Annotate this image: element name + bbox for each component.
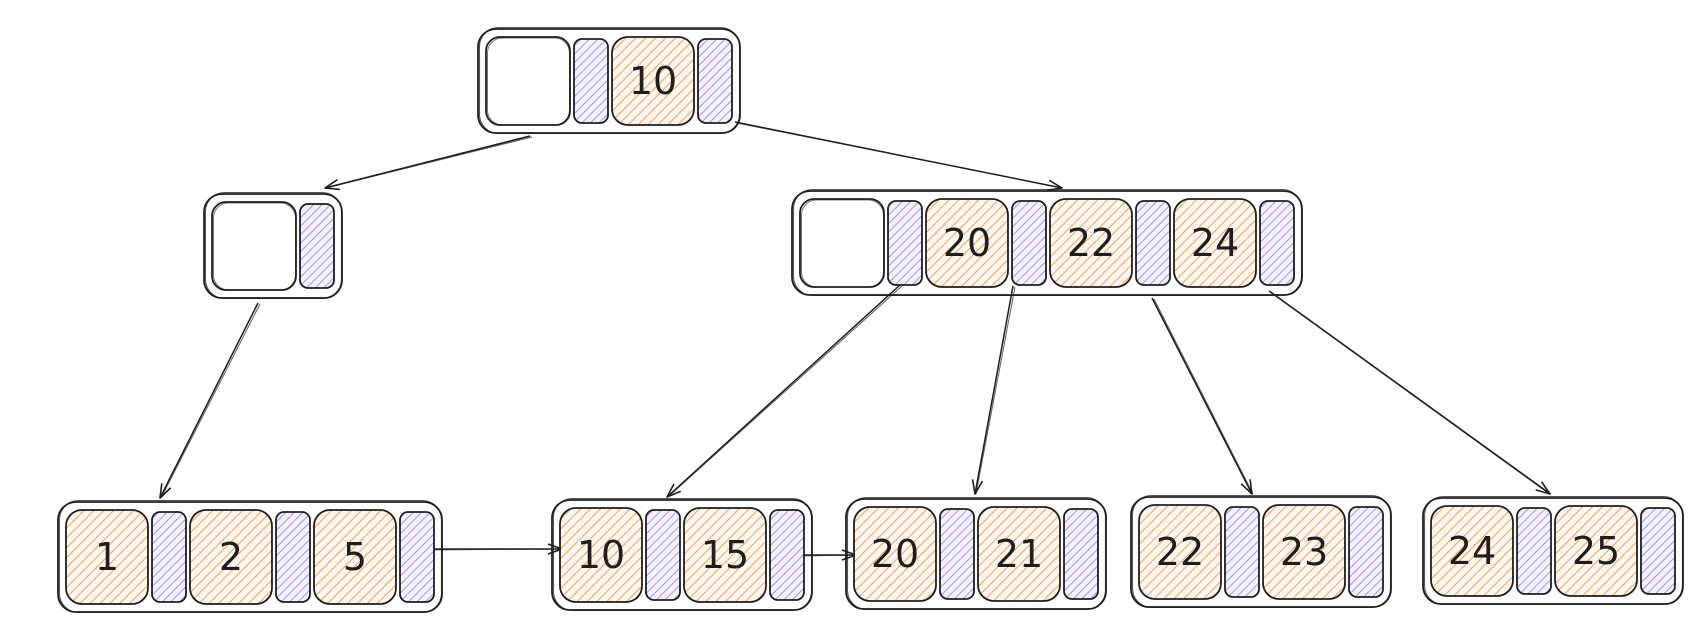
arrow-sketch-left-inner-to-leaf-1 [160,303,261,499]
pointer-slot [1348,506,1384,598]
key-slot [313,509,397,605]
tree-node-leaf-5: 24 25 [1422,495,1684,606]
key-label: 20 [871,532,919,576]
arrow-sketch-root-to-right-inner [736,122,1064,189]
key-slot [1049,198,1133,288]
key-label: 2 [219,535,243,579]
arrow-right-inner-to-leaf-2 [666,284,901,498]
pointer-slot [769,509,805,601]
pointer-slot [573,38,609,124]
tree-node-leaf-2: 10 15 [551,497,813,612]
arrow-right-inner-to-leaf-4 [1151,297,1253,495]
key-label: 10 [577,533,625,577]
node-frame-sketch [204,191,343,300]
key-label: 24 [1191,221,1239,265]
arrow-sketch-right-inner-to-leaf-4 [1153,298,1254,495]
pointer-slot [1063,508,1099,600]
key-slot [925,198,1009,288]
key-slot [1554,505,1638,597]
arrow-left-inner-to-leaf-1 [159,302,259,499]
key-slot [853,506,937,602]
arrow-sketch-right-inner-to-leaf-2 [667,285,903,498]
arrow-sketch-right-inner-to-leaf-5 [1270,291,1552,495]
edges-layer [159,121,1552,561]
key-label: 25 [1572,529,1620,573]
key-label: 5 [343,535,367,579]
empty-slot-sketch [213,202,296,291]
key-label: 22 [1067,221,1115,265]
arrow-sketch-root-to-left-inner [325,136,533,189]
pointer-slot [1259,200,1295,286]
pointer-slot [1011,200,1047,286]
arrow-sketch-leaf-1-to-leaf-2 [421,548,564,551]
tree-node-root: 10 [477,26,741,135]
pointer-slot [1135,200,1171,286]
node-frame-sketch [1423,495,1684,606]
key-slot [1138,504,1222,600]
key-label: 10 [629,59,677,103]
tree-node-left-inner [203,191,343,300]
key-label: 20 [943,221,991,265]
key-label: 15 [701,533,749,577]
node-frame-sketch [792,188,1303,297]
pointer-slot [939,508,975,600]
key-slot [559,507,643,603]
key-slot [611,36,695,126]
empty-slot-sketch [487,37,570,126]
empty-slot-sketch [801,199,884,288]
key-label: 23 [1280,530,1328,574]
node-frame-sketch [58,499,443,614]
tree-node-leaf-4: 22 23 [1130,494,1392,609]
key-label: 1 [95,535,119,579]
pointer-slot [1516,507,1552,595]
key-slot [683,507,767,603]
arrow-sketch-right-inner-to-leaf-3 [975,286,1016,495]
node-frame-sketch [552,497,813,612]
key-slot [189,509,273,605]
pointer-slot [887,200,923,286]
empty-slot [211,201,297,291]
pointer-slot [399,511,435,603]
node-frame-sketch [846,496,1107,611]
pointer-slot [1640,507,1676,595]
tree-node-leaf-1: 1 2 5 [57,499,443,614]
arrow-right-inner-to-leaf-3 [971,285,1014,495]
pointer-slot [1224,506,1260,598]
key-label: 22 [1156,530,1204,574]
empty-slot [799,198,885,288]
key-slot [977,506,1061,602]
key-slot [1262,504,1346,600]
pointer-slot [697,38,733,124]
node-frame-sketch [1131,494,1392,609]
key-slot [65,509,149,605]
pointer-slot [645,509,681,601]
pointer-slot [299,203,335,289]
key-slot [1430,505,1514,597]
key-label: 24 [1448,529,1496,573]
tree-node-right-inner: 20 22 24 [791,188,1303,297]
empty-slot [485,36,571,126]
pointer-slot [151,511,187,603]
pointer-slot [275,511,311,603]
key-slot [1173,198,1257,288]
node-frame-sketch [478,26,741,135]
key-label: 21 [995,532,1043,576]
